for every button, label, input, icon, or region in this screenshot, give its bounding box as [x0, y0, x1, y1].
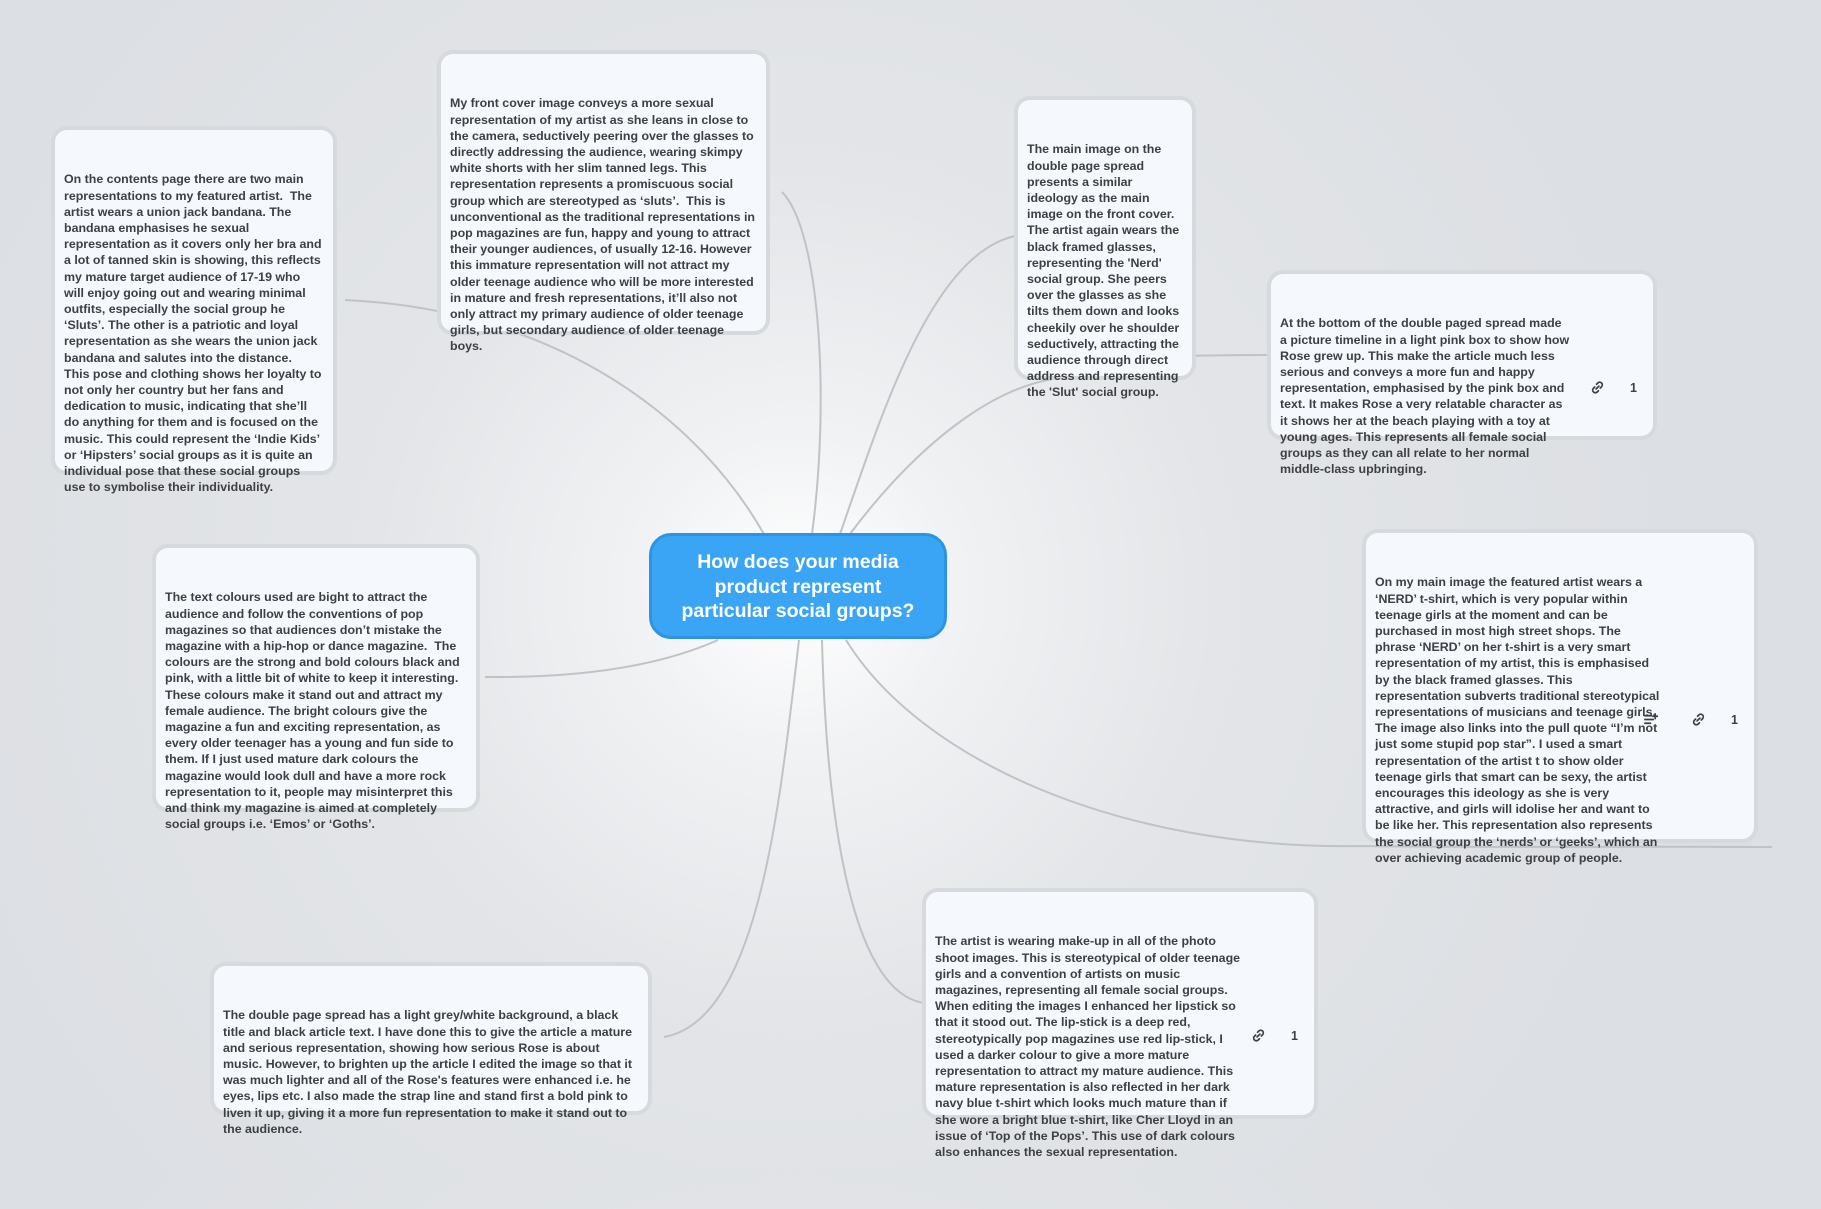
connector-front-cover: [781, 191, 822, 535]
connector-double-page-main: [839, 235, 1016, 535]
link-icon: [1691, 680, 1726, 760]
node-double-page-main[interactable]: The main image on the double page spread…: [1014, 96, 1196, 399]
link-badge[interactable]: 1: [1251, 996, 1298, 1076]
central-topic-text: How does your media product represent pa…: [681, 551, 915, 622]
connector-nerd-tshirt: [845, 639, 1773, 848]
connector-text-colours: [484, 639, 719, 679]
connector-lines: [344, 191, 1773, 1038]
link-icon: [1590, 348, 1625, 428]
node-contents[interactable]: On the contents page there are two main …: [51, 126, 337, 494]
node-text: The main image on the double page spread…: [1027, 142, 1183, 400]
connector-background: [663, 639, 800, 1038]
link-icon: [1251, 996, 1286, 1076]
link-count: 1: [1630, 380, 1637, 395]
node-text: On my main image the featured artist wea…: [1375, 575, 1663, 865]
link-count: 1: [1291, 1028, 1298, 1043]
node-text: On the contents page there are two main …: [64, 172, 325, 495]
node-text: My front cover image conveys a more sexu…: [450, 96, 759, 354]
link-count: 1: [1731, 712, 1738, 727]
node-timeline[interactable]: At the bottom of the double paged spread…: [1267, 270, 1657, 476]
node-background[interactable]: The double page spread has a light grey/…: [210, 962, 652, 1136]
node-text: The text colours used are bight to attra…: [165, 590, 466, 832]
node-text: The double page spread has a light grey/…: [223, 1008, 636, 1136]
notes-icon: [1643, 680, 1678, 760]
node-front-cover[interactable]: My front cover image conveys a more sexu…: [437, 50, 770, 353]
node-text: At the bottom of the double paged spread…: [1280, 316, 1573, 477]
link-badge[interactable]: 1: [1691, 680, 1738, 760]
node-makeup[interactable]: The artist is wearing make-up in all of …: [922, 888, 1318, 1159]
node-text-colours[interactable]: The text colours used are bight to attra…: [152, 544, 480, 831]
node-text: The artist is wearing make-up in all of …: [935, 934, 1244, 1160]
node-nerd-tshirt[interactable]: On my main image the featured artist wea…: [1362, 529, 1758, 865]
link-badge[interactable]: 1: [1590, 348, 1637, 428]
central-topic[interactable]: How does your media product represent pa…: [649, 533, 947, 639]
connector-contents: [344, 299, 766, 537]
mindmap-canvas: How does your media product represent pa…: [51, 50, 1773, 1159]
connector-makeup: [821, 639, 925, 1004]
notes-badge[interactable]: [1643, 680, 1678, 760]
